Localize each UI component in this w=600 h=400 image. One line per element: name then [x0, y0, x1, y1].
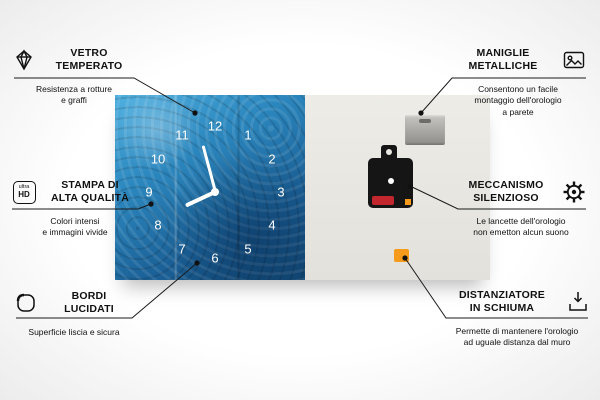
clock-number: 11: [175, 127, 189, 143]
callout-row: VETRO TEMPERATO: [12, 44, 136, 76]
clock-number: 1: [244, 127, 252, 143]
callout-title: STAMPA DI ALTA QUALITÀ: [50, 178, 130, 204]
callout-subtitle: Permette di mantenere l'orologio ad ugua…: [455, 326, 579, 348]
callout-row: ultra HD STAMPA DI ALTA QUALITÀ: [12, 176, 138, 208]
callout-row: MANIGLIE METALLICHE: [450, 44, 586, 76]
foam-spacer-icon: [566, 290, 590, 314]
callout-maniglie-metalliche: MANIGLIE METALLICHE Consentono un facile…: [450, 44, 586, 118]
clock-number: 7: [178, 241, 186, 257]
mechanism-hook: [381, 145, 397, 161]
product-photo: 12 1 2 3 4 5 6 7 8 9 10 11: [115, 95, 490, 280]
callout-subtitle: Superficie liscia e sicura: [28, 327, 120, 337]
ultra-hd-text-top: ultra: [18, 184, 30, 191]
callout-row: BORDI LUCIDATI: [14, 287, 134, 319]
clock-back: [305, 95, 490, 280]
callout-title: BORDI LUCIDATI: [64, 289, 114, 315]
callout-meccanismo-silenzioso: MECCANISMO SILENZIOSO: [456, 176, 586, 239]
ultra-hd-icon: ultra HD: [12, 180, 36, 204]
mechanism-spindle: [388, 178, 394, 184]
callout-title: VETRO TEMPERATO: [55, 46, 123, 72]
clock-number: 5: [244, 241, 252, 257]
callout-subtitle: Consentono un facile montaggio dell'orol…: [474, 84, 562, 117]
clock-mechanism: [368, 158, 413, 208]
mechanism-detail: [405, 199, 411, 205]
clock-number: 10: [150, 151, 166, 167]
picture-icon: [562, 48, 586, 72]
clock-front: 12 1 2 3 4 5 6 7 8 9 10 11: [115, 95, 305, 280]
clock-number: 6: [211, 250, 219, 266]
callout-stampa-alta-qualita: ultra HD STAMPA DI ALTA QUALITÀ Colori i…: [12, 176, 138, 239]
callout-title: MECCANISMO SILENZIOSO: [468, 178, 544, 204]
callout-distanziatore-schiuma: DISTANZIATORE IN SCHIUMA Permette di man…: [444, 286, 590, 349]
callout-subtitle: Le lancette dell'orologio non emetton al…: [473, 216, 569, 238]
clock-number: 3: [277, 184, 285, 200]
clock-number: 2: [268, 151, 276, 167]
clock-center-cap: [211, 188, 219, 196]
callout-row: MECCANISMO SILENZIOSO: [456, 176, 586, 208]
callout-vetro-temperato: VETRO TEMPERATO Resistenza a rotture e g…: [12, 44, 136, 107]
callout-row: DISTANZIATORE IN SCHIUMA: [444, 286, 590, 318]
battery: [372, 196, 394, 205]
rounded-corner-icon: [14, 291, 38, 315]
clock-number: 4: [268, 217, 276, 233]
diamond-icon: [12, 48, 36, 72]
callout-title: DISTANZIATORE IN SCHIUMA: [458, 288, 545, 314]
callout-title: MANIGLIE METALLICHE: [468, 46, 538, 72]
ultra-hd-text-bottom: HD: [18, 189, 30, 199]
foam-spacer: [394, 249, 409, 262]
hanger-slot: [419, 119, 431, 123]
minute-hand: [201, 145, 217, 193]
clock-number: 9: [145, 184, 153, 200]
callout-bordi-lucidati: BORDI LUCIDATI Superficie liscia e sicur…: [14, 287, 134, 338]
ultra-hd-badge: ultra HD: [12, 180, 36, 204]
clock-number: 12: [207, 118, 223, 134]
gear-icon: [562, 180, 586, 204]
metal-hanger-plate: [405, 115, 445, 145]
callout-subtitle: Resistenza a rotture e graffi: [35, 84, 113, 106]
clock-number: 8: [154, 217, 162, 233]
callout-subtitle: Colori intensi e immagini vivide: [42, 216, 108, 238]
